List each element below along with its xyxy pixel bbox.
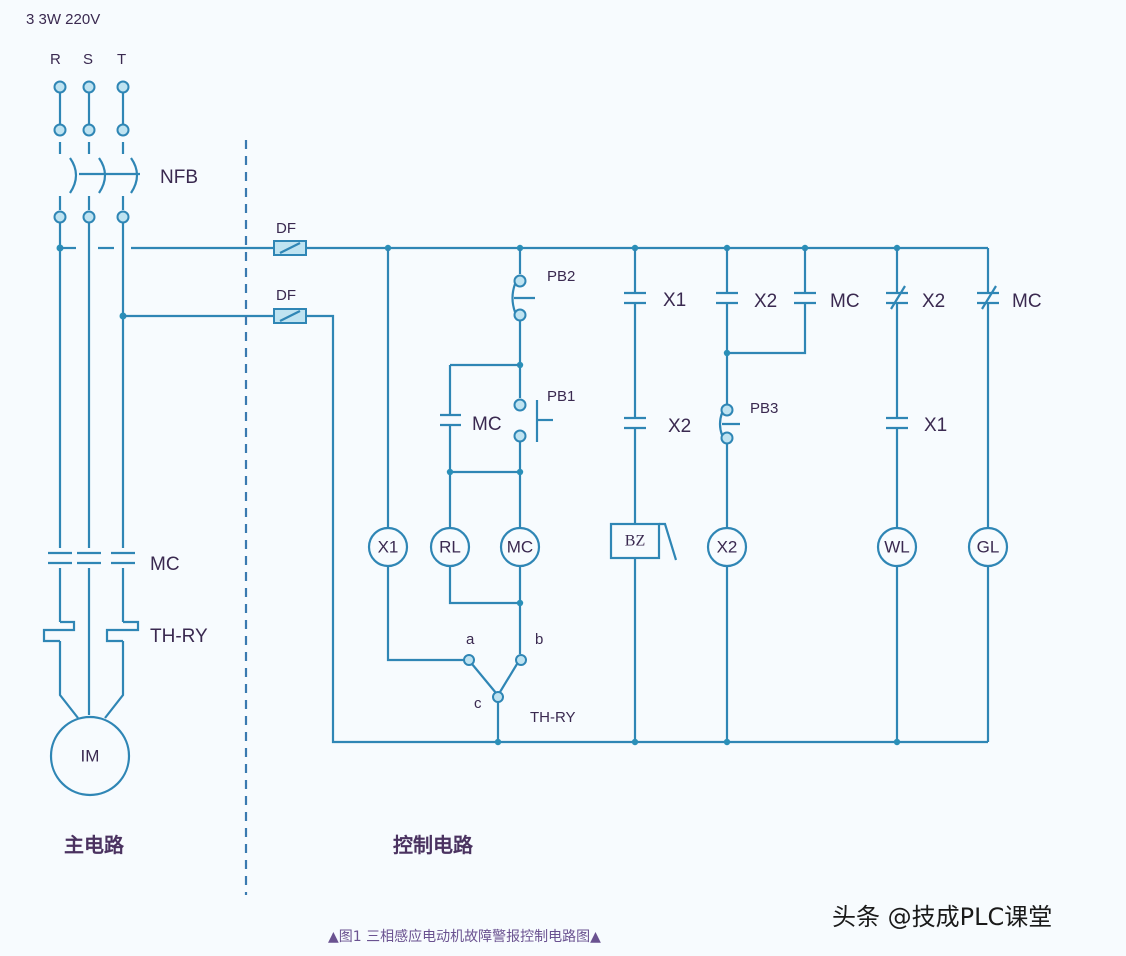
mc-contact-col2-label: MC xyxy=(830,291,860,312)
x2-contact-col2-label: X2 xyxy=(754,291,777,312)
coil-rl-label: RL xyxy=(439,538,461,557)
main-circuit: NFB MC TH-RY xyxy=(42,80,274,857)
thry-b-label: b xyxy=(535,631,543,648)
coil-x1-label: X1 xyxy=(378,538,399,557)
watermark: 头条 @技成PLC课堂 xyxy=(832,903,1052,931)
buzzer-label: BZ xyxy=(625,533,645,550)
main-thry-label: TH-RY xyxy=(150,626,208,647)
contact-x2-self xyxy=(716,291,738,305)
contact-x2-bz xyxy=(624,416,646,430)
df-top-label: DF xyxy=(276,220,296,237)
x1-contact-wl-label: X1 xyxy=(924,415,947,436)
supply-title: 3 3W 220V xyxy=(26,11,100,28)
bottom-bus xyxy=(306,314,988,744)
main-circuit-title: 主电路 xyxy=(64,833,125,857)
pushbutton-pb2 xyxy=(511,274,535,322)
phase-terminals xyxy=(53,80,130,137)
phase-label-s: S xyxy=(83,51,93,68)
thry-switch-label: TH-RY xyxy=(530,709,576,726)
nfb-breaker xyxy=(53,142,140,224)
x2-contact-col1-label: X2 xyxy=(668,416,691,437)
pb1-label: PB1 xyxy=(547,388,575,405)
main-mc-label: MC xyxy=(150,554,180,575)
nfb-label: NFB xyxy=(160,167,198,188)
thry-a-label: a xyxy=(466,631,475,648)
thry-c-label: c xyxy=(474,695,482,712)
thermal-relay-switch xyxy=(463,654,527,703)
main-thermal-relay xyxy=(42,620,140,643)
contact-x1-wl xyxy=(886,416,908,430)
contact-mc-holding xyxy=(440,413,461,427)
pb3-label: PB3 xyxy=(750,400,778,417)
x2-nc-contact-label: X2 xyxy=(922,291,945,312)
phase-label-t: T xyxy=(117,51,126,68)
phase-label-r: R xyxy=(50,51,61,68)
control-circuit-title: 控制电路 xyxy=(393,833,474,857)
fuse-df-top xyxy=(273,240,307,256)
main-mc-contacts xyxy=(48,551,135,565)
pushbutton-pb3 xyxy=(718,403,740,445)
motor-label: IM xyxy=(81,747,100,766)
coil-x2-label: X2 xyxy=(717,538,738,557)
df-bottom-label: DF xyxy=(276,287,296,304)
control-circuit: DF DF X1 PB2 xyxy=(273,220,1042,857)
lamp-wl-label: WL xyxy=(884,538,910,557)
contact-mc-x2 xyxy=(794,291,816,305)
lamp-gl-label: GL xyxy=(977,538,1000,557)
motor-im xyxy=(49,715,131,797)
contact-x1-bz xyxy=(624,291,646,305)
mc-nc-contact-label: MC xyxy=(1012,291,1042,312)
x1-contact-label: X1 xyxy=(663,290,686,311)
fuse-df-bottom xyxy=(273,308,307,324)
coil-mc-label: MC xyxy=(507,538,533,557)
pb2-label: PB2 xyxy=(547,268,575,285)
figure-caption: ▲图1 三相感应电动机故障警报控制电路图▲ xyxy=(328,928,601,945)
pushbutton-pb1 xyxy=(513,398,553,443)
mc-holding-label: MC xyxy=(472,414,502,435)
